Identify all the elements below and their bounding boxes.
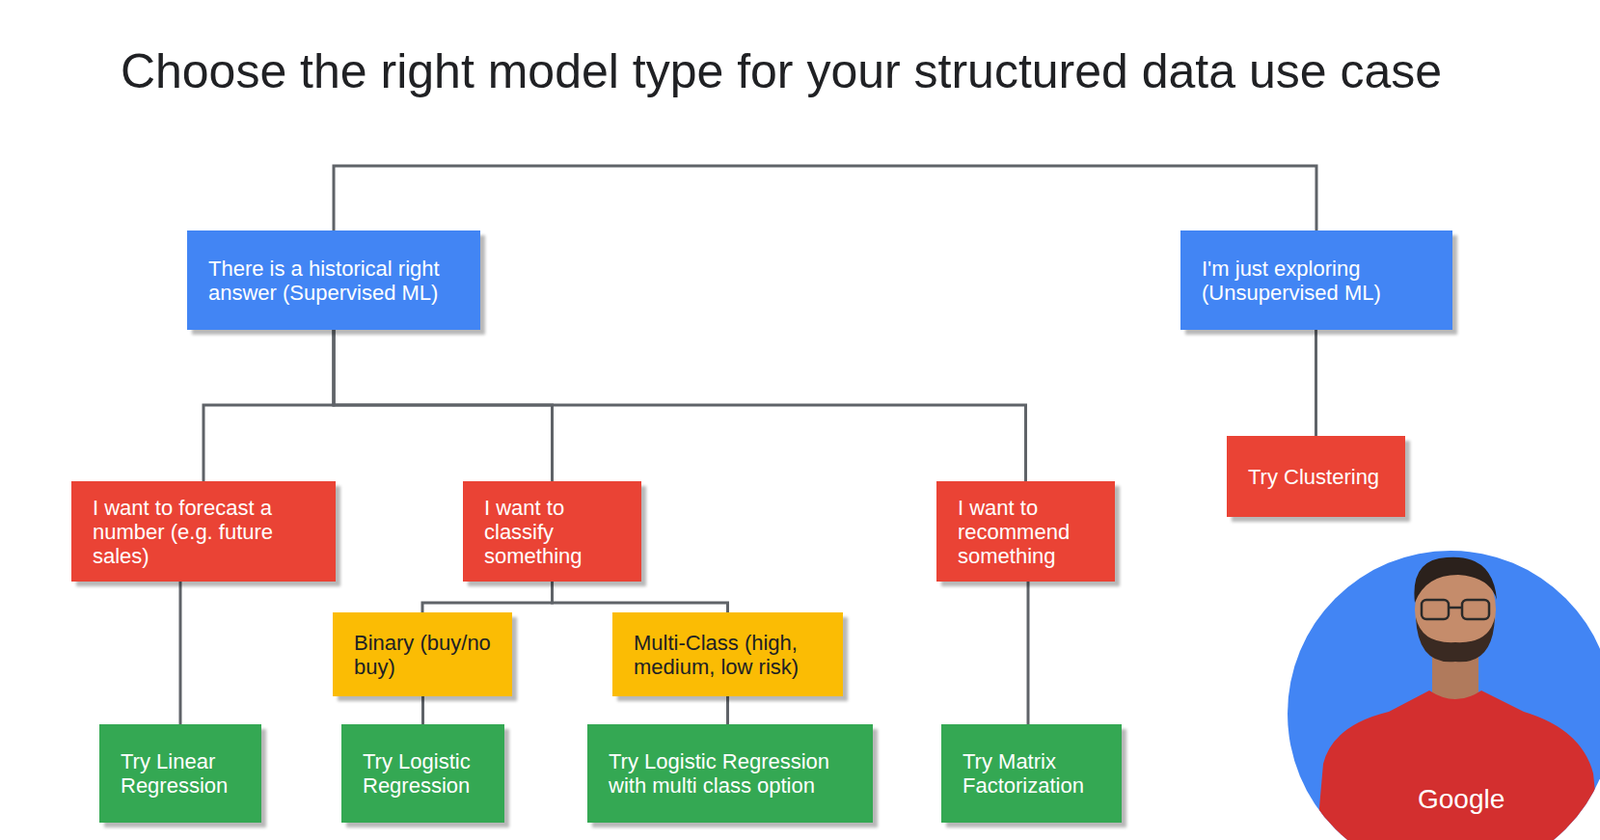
glasses [1421, 599, 1449, 620]
box-text: Try Logistic Regression [362, 749, 484, 798]
connector [333, 329, 1027, 482]
connector [179, 581, 183, 725]
category-box: I'm just exploring (Unsupervised ML) [1180, 230, 1453, 330]
goal-box: I want to classify something [462, 481, 642, 582]
box-text: I want to classify something [484, 495, 621, 569]
diagram-title: Choose the right model type for your str… [0, 43, 1563, 100]
connector [552, 581, 729, 613]
box-text: Try Matrix Factorization [962, 749, 1101, 798]
category-box: There is a historical right answer (Supe… [187, 230, 481, 330]
model-box: Try Logistic Regression with multi class… [587, 724, 873, 823]
connector [421, 696, 425, 725]
box-text: There is a historical right answer (Supe… [208, 256, 460, 305]
connector [203, 329, 334, 482]
box-text: Try Linear Regression [120, 749, 241, 798]
glasses [1448, 606, 1463, 610]
box-text: I'm just exploring (Unsupervised ML) [1201, 256, 1432, 305]
presenter-backdrop [1287, 550, 1600, 840]
connector [422, 581, 553, 613]
presenter-figure [1316, 557, 1600, 840]
shirt [1316, 690, 1600, 840]
connector [333, 165, 1317, 231]
option-box: Multi-Class (high, medium, low risk) [612, 612, 843, 697]
box-text: Multi-Class (high, medium, low risk) [633, 630, 822, 679]
box-text: Try Logistic Regression with multi class… [608, 749, 852, 798]
model-box: Try Logistic Regression [341, 724, 505, 823]
goal-box: I want to forecast a number (e.g. future… [71, 481, 336, 582]
hair [1413, 557, 1497, 603]
box-text: I want to forecast a number (e.g. future… [92, 495, 315, 569]
model-box: Try Clustering [1226, 435, 1406, 517]
connector [1314, 329, 1318, 436]
model-box: Try Matrix Factorization [941, 724, 1122, 823]
box-text: Binary (buy/no buy) [353, 630, 491, 679]
shirt-logo-text: Google [1417, 784, 1505, 815]
model-box: Try Linear Regression [99, 724, 262, 823]
option-box: Binary (buy/no buy) [332, 612, 513, 697]
connector [1027, 581, 1031, 725]
box-text: I want to recommend something [957, 495, 1094, 569]
connector [726, 696, 730, 725]
goal-box: I want to recommend something [936, 481, 1115, 582]
box-text: Try Clustering [1247, 464, 1384, 489]
beard [1415, 617, 1495, 662]
glasses [1462, 599, 1490, 620]
